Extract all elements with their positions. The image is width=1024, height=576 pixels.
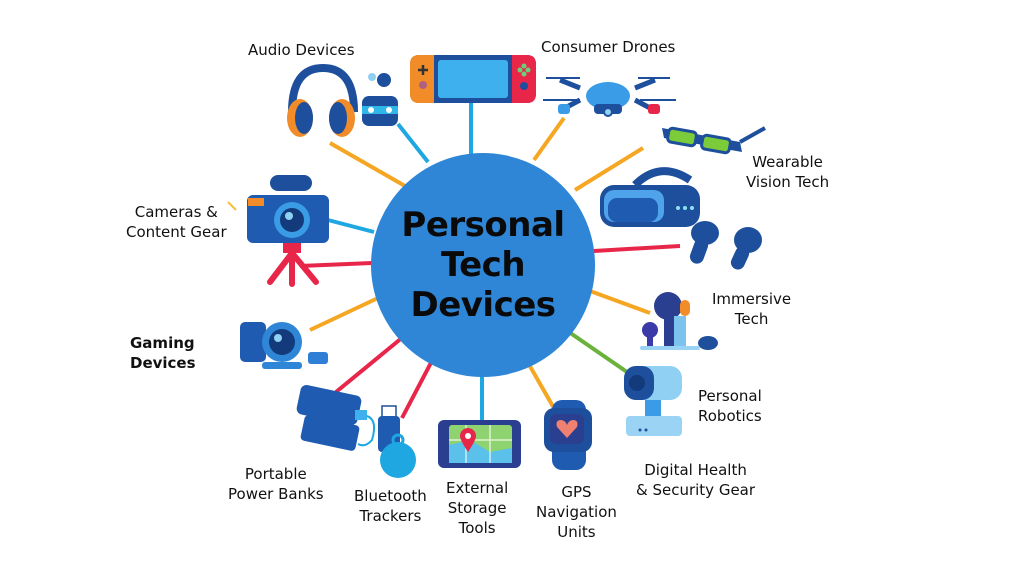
- label-line: Vision Tech: [746, 173, 830, 191]
- vr-controllers-icon: [689, 221, 762, 270]
- spoke-drones: [532, 116, 566, 162]
- spoke-immersive: [589, 289, 651, 315]
- label-line: Personal: [698, 387, 762, 405]
- webcam-icon: [240, 322, 328, 369]
- spoke-vision: [573, 146, 645, 192]
- label-cameras-content-gear: Cameras & Content Gear: [126, 202, 227, 242]
- label-line: External: [446, 479, 509, 497]
- label-line: & Security Gear: [636, 481, 756, 499]
- label-gps-navigation-units: GPS Navigation Units: [536, 482, 617, 542]
- label-line: Devices: [130, 354, 196, 372]
- label-immersive-tech: Immersive Tech: [712, 289, 791, 329]
- gps-device-icon: [438, 420, 521, 468]
- label-line: Wearable: [752, 153, 823, 171]
- label-personal-robotics: Personal Robotics: [698, 386, 762, 426]
- label-line: Consumer Drones: [541, 38, 676, 56]
- label-line: Units: [557, 523, 596, 541]
- immersive-device-icon: [640, 292, 718, 350]
- earbuds-icon: [362, 73, 398, 126]
- label-bluetooth-trackers: Bluetooth Trackers: [354, 486, 427, 526]
- central-topic-line-1: Personal: [401, 205, 565, 245]
- spoke-audio-headphones: [329, 141, 406, 188]
- label-digital-health-security-gear: Digital Health & Security Gear: [636, 460, 755, 500]
- smart-glasses-icon: [662, 126, 766, 155]
- label-line: Content Gear: [126, 223, 227, 241]
- spoke-cameras-tripod: [299, 261, 373, 268]
- label-line: Robotics: [698, 407, 762, 425]
- spoke-audio-earbuds: [396, 122, 430, 164]
- label-line: Tools: [458, 519, 496, 537]
- label-line: GPS: [561, 483, 592, 501]
- spoke-vr: [593, 244, 681, 253]
- label-line: Power Banks: [228, 485, 324, 503]
- vr-headset-icon: [600, 167, 700, 227]
- label-line: Gaming: [130, 334, 195, 352]
- drone-icon: [543, 77, 676, 117]
- handheld-console-icon: [410, 55, 536, 103]
- headphones-icon: [287, 63, 358, 137]
- central-topic-line-2: Tech: [440, 245, 526, 285]
- label-line: Audio Devices: [248, 41, 355, 59]
- label-line: Portable: [244, 465, 307, 483]
- label-line: Storage: [447, 499, 507, 517]
- label-line: Tech: [734, 310, 769, 328]
- label-consumer-drones: Consumer Drones: [541, 37, 675, 57]
- spoke-robotics: [564, 328, 629, 374]
- spoke-trackers: [400, 356, 436, 419]
- smartwatch-icon: [544, 400, 592, 470]
- camera-tripod-icon: [227, 175, 329, 287]
- robot-camera-icon: [624, 366, 682, 436]
- tracker-tag-icon: [380, 433, 416, 478]
- spoke-power: [334, 335, 405, 394]
- power-bank-icon: [296, 384, 376, 451]
- spoke-cameras: [327, 218, 375, 234]
- label-audio-devices: Audio Devices: [248, 40, 355, 60]
- label-line: Bluetooth: [354, 487, 427, 505]
- central-topic-line-3: Devices: [410, 285, 556, 325]
- label-wearable-vision-tech: Wearable Vision Tech: [746, 152, 829, 192]
- spoke-gaming: [309, 296, 379, 332]
- label-line: Digital Health: [644, 461, 747, 479]
- label-line: Navigation: [536, 503, 617, 521]
- label-gaming-devices: Gaming Devices: [130, 333, 196, 373]
- spoke-lines: [299, 102, 681, 422]
- label-line: Immersive: [712, 290, 792, 308]
- spoke-health: [525, 360, 557, 411]
- label-portable-power-banks: Portable Power Banks: [228, 464, 324, 504]
- label-external-storage-tools: External Storage Tools: [446, 478, 508, 538]
- label-line: Trackers: [359, 507, 422, 525]
- central-topic-node: Personal Tech Devices: [371, 153, 595, 377]
- label-line: Cameras &: [134, 203, 218, 221]
